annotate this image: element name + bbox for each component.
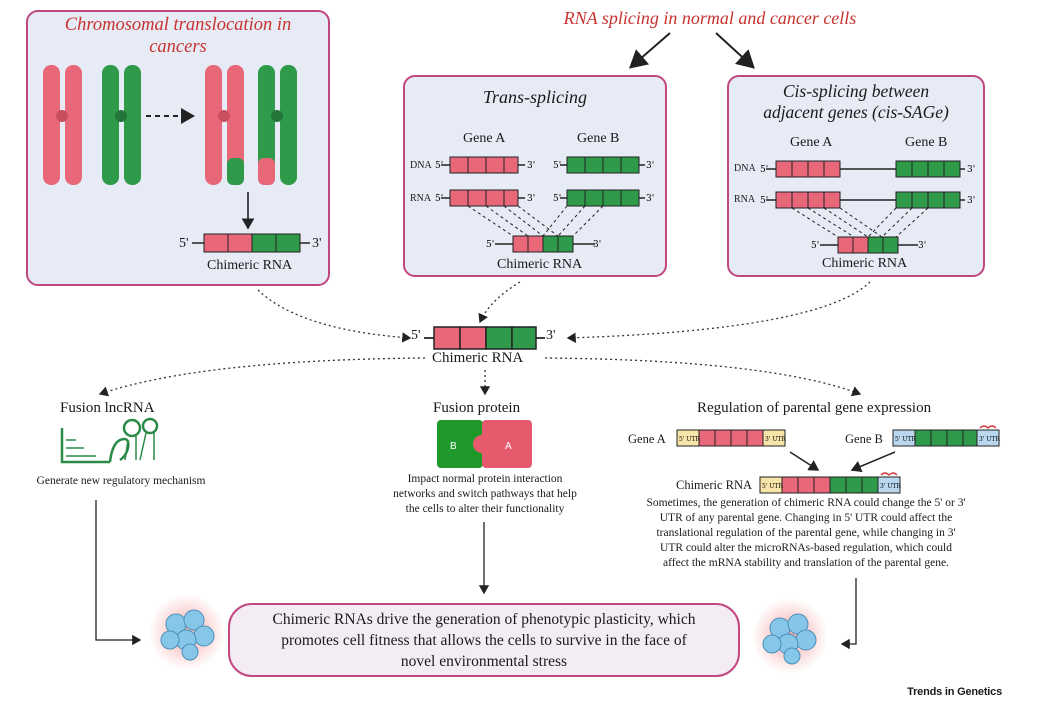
trans-rna-label: RNA xyxy=(410,193,432,204)
fusion-lncrna-title: Fusion lncRNA xyxy=(60,400,155,416)
gene-b-utr3-text: 3' UTR xyxy=(979,436,1000,443)
top-title: RNA splicing in normal and cancer cells xyxy=(563,8,857,28)
regulation-gene-b-icon xyxy=(892,425,1000,447)
fusion-lncrna-desc: Generate new regulatory mechanism xyxy=(36,475,206,487)
cis-title-line1: Cis-splicing between xyxy=(782,81,930,101)
cis-dna-label: DNA xyxy=(734,163,756,174)
chromosome-green-icon xyxy=(102,65,141,185)
svg-text:5': 5' xyxy=(811,241,819,251)
chromosomal-three-label: 3' xyxy=(312,236,322,251)
svg-text:5': 5' xyxy=(760,196,768,206)
regulation-desc-line4: UTR could alter the microRNAs-based regu… xyxy=(660,542,952,554)
center-five-label: 5' xyxy=(411,328,421,343)
cell-cluster-left-icon xyxy=(149,594,225,670)
regulation-chimeric-icon xyxy=(759,472,901,494)
svg-text:5': 5' xyxy=(553,194,561,204)
protein-a-text: A xyxy=(505,441,512,452)
center-three-label: 3' xyxy=(546,328,556,343)
trans-gene-b-rna-icon xyxy=(560,189,645,207)
chimeric-utr5-text: 5' UTR xyxy=(762,483,783,490)
trans-gene-b-label: Gene B xyxy=(577,131,620,146)
chromosomal-title-line2: cancers xyxy=(149,37,207,57)
gene-a-utr5-text: 5' UTR xyxy=(679,436,700,443)
regulation-desc: Sometimes, the generation of chimeric RN… xyxy=(612,496,1000,571)
lncrna-structure-icon xyxy=(60,417,159,464)
chromosomal-chimeric-rna-icon xyxy=(192,233,310,253)
trans-gene-b-dna-icon xyxy=(560,156,645,174)
center-chimeric-rna-icon xyxy=(424,326,545,350)
svg-text:5': 5' xyxy=(486,240,494,250)
svg-text:3': 3' xyxy=(967,165,975,175)
gene-a-utr3-text: 3' UTR xyxy=(765,436,786,443)
fusion-protein-desc-line2: networks and switch pathways that help xyxy=(393,488,577,500)
svg-text:3': 3' xyxy=(527,194,535,204)
svg-text:3': 3' xyxy=(593,240,601,250)
regulation-gene-a-icon xyxy=(676,429,786,447)
chromosomal-five-label: 5' xyxy=(179,236,189,251)
conclusion-line2: promotes cell fitness that allows the ce… xyxy=(281,631,687,649)
conclusion-line1: Chimeric RNAs drive the generation of ph… xyxy=(272,610,696,628)
trans-gene-a-dna-icon xyxy=(441,156,525,174)
cis-title: Cis-splicing between adjacent genes (cis… xyxy=(727,81,985,123)
cis-chimeric-rna-icon xyxy=(820,236,918,254)
protein-b-text: B xyxy=(450,441,457,452)
trans-title: Trans-splicing xyxy=(482,87,588,107)
cis-rna-label: RNA xyxy=(734,194,756,205)
trans-chimeric-rna-icon xyxy=(495,235,595,253)
regulation-chimeric-label: Chimeric RNA xyxy=(676,478,753,492)
regulation-gene-b-label: Gene B xyxy=(845,432,883,446)
svg-text:3': 3' xyxy=(646,161,654,171)
svg-text:3': 3' xyxy=(918,241,926,251)
svg-text:5': 5' xyxy=(435,194,443,204)
trans-gene-a-label: Gene A xyxy=(463,131,506,146)
cis-gene-a-label: Gene A xyxy=(790,135,833,150)
fusion-protein-desc-line1: Impact normal protein interaction xyxy=(407,473,563,485)
journal-footer: Trends in Genetics xyxy=(907,686,1002,698)
svg-text:3': 3' xyxy=(967,196,975,206)
regulation-desc-line5: affect the mRNA stability and translatio… xyxy=(663,557,949,569)
regulation-gene-a-label: Gene A xyxy=(628,432,666,446)
svg-text:3': 3' xyxy=(646,194,654,204)
cis-title-line2: adjacent genes (cis-SAGe) xyxy=(763,102,949,122)
regulation-desc-line2: UTR of any parental gene. Changing in 5'… xyxy=(659,512,953,524)
conclusion-line3: novel environmental stress xyxy=(400,652,568,670)
trans-dna-label: DNA xyxy=(410,160,432,171)
regulation-desc-line3: translational regulation of the parental… xyxy=(656,527,956,539)
trans-chimeric-label: Chimeric RNA xyxy=(497,257,583,272)
cis-chimeric-label: Chimeric RNA xyxy=(822,256,908,271)
gene-b-utr5-text: 5' UTR xyxy=(895,436,916,443)
center-chimeric-label: Chimeric RNA xyxy=(432,350,524,366)
svg-text:5': 5' xyxy=(553,161,561,171)
fusion-protein-icon xyxy=(437,420,532,468)
chromosome-pink-icon xyxy=(43,65,82,185)
regulation-desc-line1: Sometimes, the generation of chimeric RN… xyxy=(646,497,966,509)
svg-text:3': 3' xyxy=(527,161,535,171)
cis-dna-icon xyxy=(766,160,965,178)
svg-text:5': 5' xyxy=(435,161,443,171)
chromosomal-chimeric-label: Chimeric RNA xyxy=(207,258,293,273)
svg-text:5': 5' xyxy=(760,165,768,175)
fusion-protein-title: Fusion protein xyxy=(433,400,521,416)
chromosomal-title: Chromosomal translocation in cancers xyxy=(30,14,326,58)
translocated-pink-chromosome-icon xyxy=(205,65,244,185)
conclusion-box: Chimeric RNAs drive the generation of ph… xyxy=(228,603,740,677)
trans-gene-a-rna-icon xyxy=(441,189,525,207)
regulation-title: Regulation of parental gene expression xyxy=(697,400,932,416)
cis-rna-icon xyxy=(766,191,965,209)
chimeric-utr3-text: 3' UTR xyxy=(880,483,901,490)
fusion-protein-desc-line3: the cells to alter their functionality xyxy=(405,503,565,515)
cis-gene-b-label: Gene B xyxy=(905,135,948,150)
cell-cluster-right-icon xyxy=(752,598,828,674)
chromosomal-title-line1: Chromosomal translocation in xyxy=(64,15,292,35)
fusion-protein-desc: Impact normal protein interaction networ… xyxy=(360,472,610,517)
translocated-green-chromosome-icon xyxy=(258,65,297,185)
